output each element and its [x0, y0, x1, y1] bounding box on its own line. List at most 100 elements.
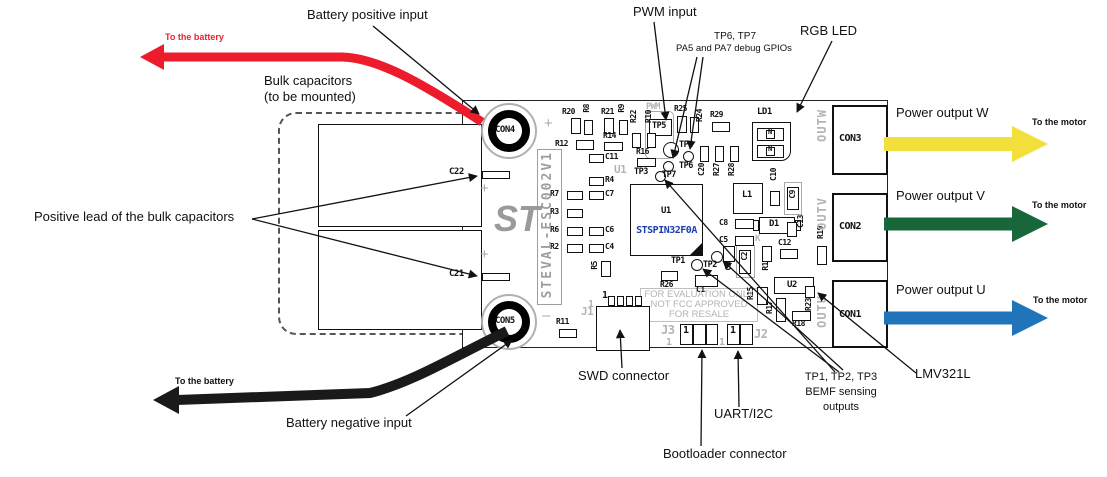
c5-label: C5	[719, 235, 728, 244]
tp1-label: TP1	[671, 256, 685, 266]
led-cell-2-inner	[766, 147, 775, 156]
r25-label: R25	[674, 104, 687, 113]
r2-body	[567, 244, 583, 253]
r27-body	[715, 146, 724, 162]
l1-label: L1	[742, 190, 752, 200]
j1-pin-d	[635, 296, 642, 306]
outw-silk: OUTW	[815, 109, 829, 142]
tp6-label: TP6	[679, 161, 693, 171]
eval-silk-3: FOR RESALE	[668, 309, 730, 320]
r9-label: R9	[617, 104, 626, 113]
to-motor-v-label: To the motor	[1032, 200, 1087, 210]
plus-mark-c21: +	[480, 246, 489, 263]
c11-body	[589, 154, 604, 163]
r8-body	[584, 120, 593, 135]
r6-body	[567, 227, 583, 236]
bulk-capacitor-2	[318, 230, 482, 330]
con5-label: CON5	[495, 316, 515, 326]
r25-body	[677, 116, 687, 133]
bemf-label-2: BEMF sensing	[805, 386, 877, 398]
j1-pin1-label: 1	[602, 290, 608, 301]
st-logo: ST	[494, 198, 541, 239]
con4-pad-ring	[488, 110, 530, 152]
plus-mark-con4: +	[544, 115, 553, 132]
u1-ref-label: U1	[661, 206, 671, 216]
c21-label: C21	[449, 269, 464, 279]
tp6-pad	[682, 150, 694, 162]
j3-pin1-label: 1	[683, 325, 689, 336]
con3-box	[832, 105, 888, 175]
to-motor-u-label: To the motor	[1033, 295, 1088, 305]
c8-label: C8	[719, 218, 728, 227]
tp3-label: TP3	[634, 167, 648, 177]
r1-label: R1	[761, 262, 770, 271]
j3-silk-1: 1	[666, 337, 672, 348]
r8-label: R8	[582, 104, 591, 113]
r3-body	[567, 209, 583, 218]
power-v-arrow-head	[1012, 206, 1048, 242]
to-battery-top-label: To the battery	[165, 32, 224, 42]
power-output-u-label: Power output U	[896, 282, 986, 297]
power-w-arrow-head	[1012, 126, 1048, 162]
c20-label: C20	[697, 163, 706, 176]
c6-label: C6	[605, 225, 614, 234]
r21-body	[604, 118, 614, 134]
c3-body	[723, 246, 735, 262]
r16-label: R16	[636, 147, 649, 156]
r17-label: R17	[765, 301, 774, 314]
bootloader-label: Bootloader connector	[663, 446, 787, 461]
j1-pin-b	[617, 296, 624, 306]
c7-label: C7	[605, 189, 614, 198]
r12-label: R12	[555, 139, 568, 148]
c3-label: C3	[724, 262, 733, 271]
c9-label: C9	[788, 190, 797, 199]
bootloader-leader	[697, 349, 707, 447]
c10-body	[770, 191, 780, 206]
r19-body	[817, 246, 827, 265]
power-output-w-label: Power output W	[896, 105, 989, 120]
k-silk: K	[755, 234, 760, 244]
r28-body	[730, 146, 739, 162]
j1-box	[596, 306, 650, 351]
r24-label: R24	[695, 109, 704, 122]
battery-negative-wire	[176, 326, 510, 405]
pwm-silk: PWM	[646, 102, 660, 112]
tp4-label: TP4	[679, 140, 693, 150]
r4-label: R4	[605, 175, 614, 184]
j3-cell-2	[693, 324, 706, 345]
r14-label: R14	[603, 131, 616, 140]
con4-label: CON4	[495, 125, 515, 135]
r5-label: R5	[590, 261, 599, 270]
con1-label: CON1	[839, 309, 862, 320]
r22-body	[632, 133, 641, 148]
tp5-label: TP5	[652, 121, 666, 131]
c12-body	[780, 249, 798, 259]
tp7-pad	[662, 160, 674, 172]
c8-body	[735, 219, 754, 229]
r27-label: R27	[712, 163, 721, 176]
j1-pin-a	[608, 296, 615, 306]
u1-silk: U1	[614, 163, 627, 176]
outv-silk: OUTV	[815, 197, 829, 230]
j1-silk-1: 1	[588, 299, 594, 310]
r1-body	[762, 246, 772, 262]
led-cell-1-inner	[766, 130, 775, 139]
r21-label: R21	[601, 107, 614, 116]
r6-label: R6	[550, 225, 559, 234]
outu-silk: OUTU	[815, 295, 829, 328]
j1-silk: J1	[581, 305, 594, 318]
j3-silk: J3	[661, 323, 675, 337]
to-battery-bottom-label: To the battery	[175, 376, 234, 386]
plus-mark-c22: +	[480, 180, 489, 197]
swd-label: SWD connector	[578, 368, 670, 383]
led-cell2-n: N	[768, 145, 772, 153]
c11-label: C11	[605, 152, 618, 161]
c5-body	[735, 236, 754, 246]
r7-body	[567, 191, 583, 200]
r23-label: R23	[804, 298, 813, 311]
debug-gpios-label-2: PA5 and PA7 debug GPIOs	[676, 43, 792, 54]
r10-body	[647, 133, 656, 148]
bulk-caps-label-2: (to be mounted)	[264, 89, 356, 104]
c4-label: C4	[605, 242, 614, 251]
